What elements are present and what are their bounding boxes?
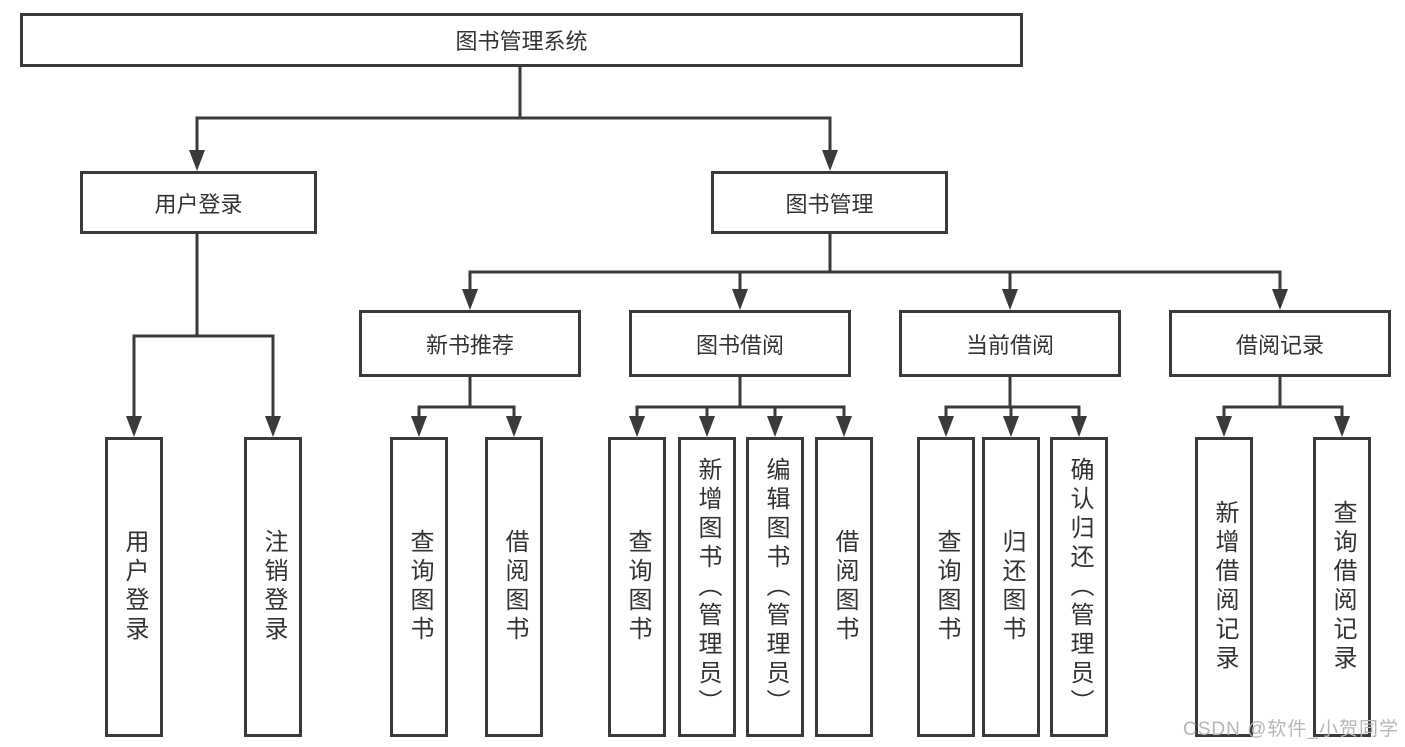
csdn-watermark: CSDN @软件_小贺同学 — [1183, 719, 1399, 740]
leaf-borrow-books-borrowing: 借阅图书 — [815, 437, 873, 737]
node-new-book-recommend: 新书推荐 — [359, 310, 581, 377]
leaf-confirm-return-admin: 确认归还（管理员） — [1050, 437, 1108, 737]
leaf-return-books: 归还图书 — [982, 437, 1040, 737]
leaf-edit-books-admin: 编辑图书（管理员） — [746, 437, 804, 737]
leaf-query-books-borrowing: 查询图书 — [608, 437, 666, 737]
node-user-login: 用户登录 — [80, 171, 317, 234]
node-root-system: 图书管理系统 — [20, 13, 1023, 67]
leaf-query-borrow-record: 查询借阅记录 — [1313, 437, 1371, 737]
leaf-query-books-recommend: 查询图书 — [390, 437, 448, 737]
leaf-borrow-books-recommend: 借阅图书 — [485, 437, 543, 737]
leaf-logout: 注销登录 — [244, 437, 302, 737]
connector-lines — [132, 65, 1344, 420]
node-book-borrowing: 图书借阅 — [629, 310, 851, 377]
node-book-management: 图书管理 — [711, 171, 948, 234]
leaf-add-borrow-record: 新增借阅记录 — [1195, 437, 1253, 737]
leaf-user-login: 用户登录 — [105, 437, 163, 737]
leaf-add-books-admin: 新增图书（管理员） — [678, 437, 736, 737]
node-current-borrowing: 当前借阅 — [899, 310, 1121, 377]
leaf-query-books-current: 查询图书 — [917, 437, 975, 737]
node-borrowing-records: 借阅记录 — [1169, 310, 1391, 377]
